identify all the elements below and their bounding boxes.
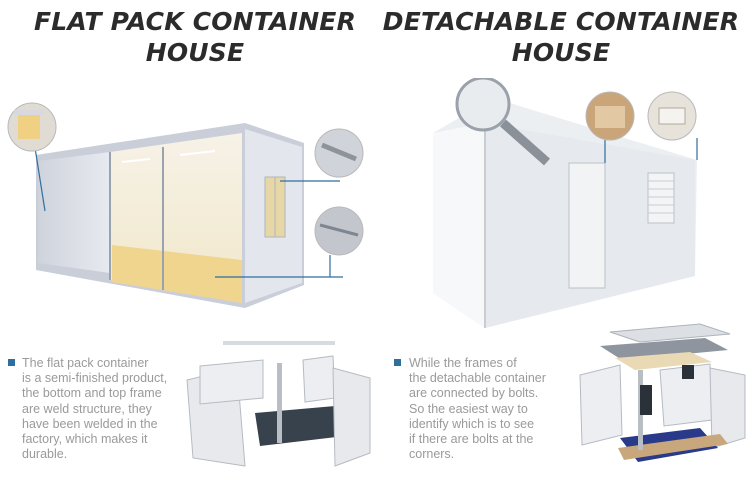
desc-line: is a semi-finished product, — [22, 371, 168, 386]
desc-line: the bottom and top frame — [22, 386, 162, 401]
flat-pack-bullet — [8, 359, 15, 366]
flat-pack-title-line1: FLAT PACK CONTAINER — [33, 7, 357, 36]
desc-line: the detachable container — [409, 371, 546, 386]
desc-line: factory, which makes it — [22, 432, 148, 447]
desc-line: corners. — [409, 447, 455, 462]
desc-line: While the frames of — [409, 356, 517, 370]
desc-line: So the easiest way to — [409, 401, 528, 416]
desc-line: if there are bolts at the — [409, 432, 534, 447]
flat-pack-title: FLAT PACK CONTAINER HOUSE — [10, 6, 380, 68]
flat-pack-parts-image — [186, 341, 371, 467]
desc-line: The flat pack container — [22, 356, 149, 370]
desc-line: are weld structure, they — [22, 401, 152, 416]
detachable-container-image — [433, 78, 698, 328]
detachable-title: DETACHABLE CONTAINER HOUSE — [372, 6, 750, 68]
desc-line: are connected by bolts. — [409, 386, 539, 401]
flat-pack-container-image — [7, 102, 364, 308]
desc-line: have been welded in the — [22, 416, 158, 431]
flat-pack-title-line2: HOUSE — [145, 38, 245, 67]
desc-line: identify which is to see — [409, 416, 535, 431]
detachable-bullet — [394, 359, 401, 366]
desc-line: durable. — [22, 447, 68, 462]
detachable-parts-image — [579, 323, 746, 462]
detachable-title-line1: DETACHABLE CONTAINER — [382, 7, 740, 36]
flat-pack-description: The flat pack container is a semi-finish… — [22, 356, 192, 462]
detachable-title-line2: HOUSE — [511, 38, 611, 67]
detachable-description: While the frames of the detachable conta… — [409, 356, 569, 462]
